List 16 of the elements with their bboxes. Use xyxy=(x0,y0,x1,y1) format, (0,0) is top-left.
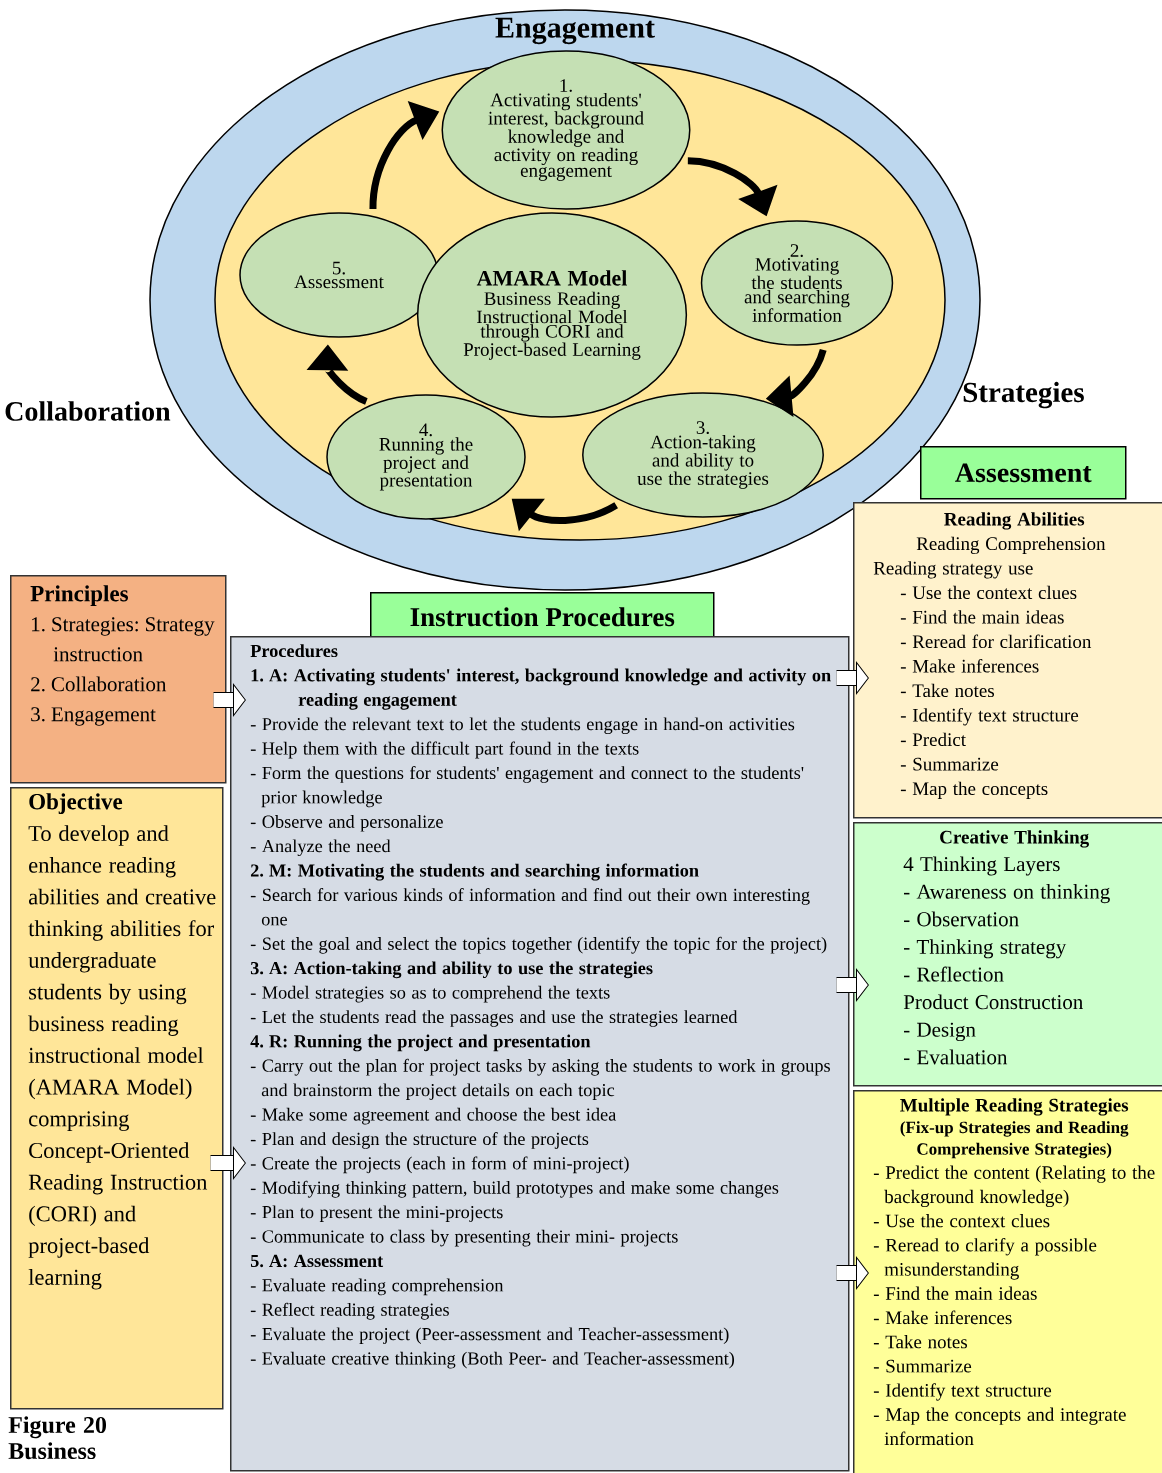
block-arrow xyxy=(836,968,869,1002)
text-box: Reading Abilities Reading Comprehension Reading strategy use - Use the context clues - Find the main ideas - Reread for clarification - Make inferences - Take notes - Identify text structure - Predict - Summarize - Map the concepts xyxy=(853,502,1162,819)
block-arrow xyxy=(836,1256,869,1290)
text-box: Principles 1. Strategies: Strategy instruction 2. Collaboration 3. Engagement xyxy=(10,575,227,784)
text-box: Creative Thinking 4 Thinking Layers - Awareness on thinking - Observation - Thinking strategy - Reflection Product Construction - Design - Evaluation xyxy=(853,822,1162,1087)
title-box: Instruction Procedures xyxy=(370,592,715,642)
figure-caption: Figure 20 Business xyxy=(8,1416,106,1460)
block-arrow xyxy=(213,683,246,717)
ring-label: Collaboration xyxy=(5,401,171,421)
text-box: Multiple Reading Strategies (Fix-up Strategies and Reading Comprehensive Strategies) - Predict the content (Relating to the background knowledge) - Use the context clues - Reread to clarify a possible misunderstanding - Find the main ideas - Make inferences - Take notes - Summarize - Identify text structure - Map the concepts and integrate information xyxy=(853,1090,1162,1473)
block-arrow xyxy=(210,1146,246,1180)
text-box: Objective To develop and enhance reading abilities and creative thinking abilities for undergraduate students by using business reading instructional model (AMARA Model) comprising Concept-Oriented Reading Instruction (CORI) and project-based learning xyxy=(10,787,224,1410)
text-box: Procedures 1. A: Activating students' interest, background knowledge and activity on reading engagement - Provide the relevant text to let the students engage in hand-on activities - Help them with the difficult part found in the texts - Form the questions for students' engagement and connect to the students' prior knowledge - Observe and personalize - Analyze the need 2. M: Motivating the students and searching information - Search for various kinds of information and find out their own interesting one - Set the goal and select the topics together (identify the topic for the project) 3. A: Action-taking and ability to use the strategies - Model strategies so as to comprehend the texts - Let the students read the passages and use the strategies learned 4. R: Running the project and presentation - Carry out the plan for project tasks by asking the students to work in groups and brainstorm the project details on each topic - Make some agreement and choose the best idea - Plan and design the structure of the projects - Create the projects (each in form of mini-project) - Modifying thinking pattern, build prototypes and make some changes - Plan to present the mini-projects - Communicate to class by presenting their mini- projects 5. A: Assessment - Evaluate reading comprehension - Reflect reading strategies - Evaluate the project (Peer-assessment and Teacher-assessment) - Evaluate creative thinking (Both Peer- and Teacher-assessment) xyxy=(230,636,850,1472)
ring-label: Strategies xyxy=(963,381,1084,409)
block-arrow xyxy=(836,661,869,695)
title-box: Assessment xyxy=(920,446,1127,500)
